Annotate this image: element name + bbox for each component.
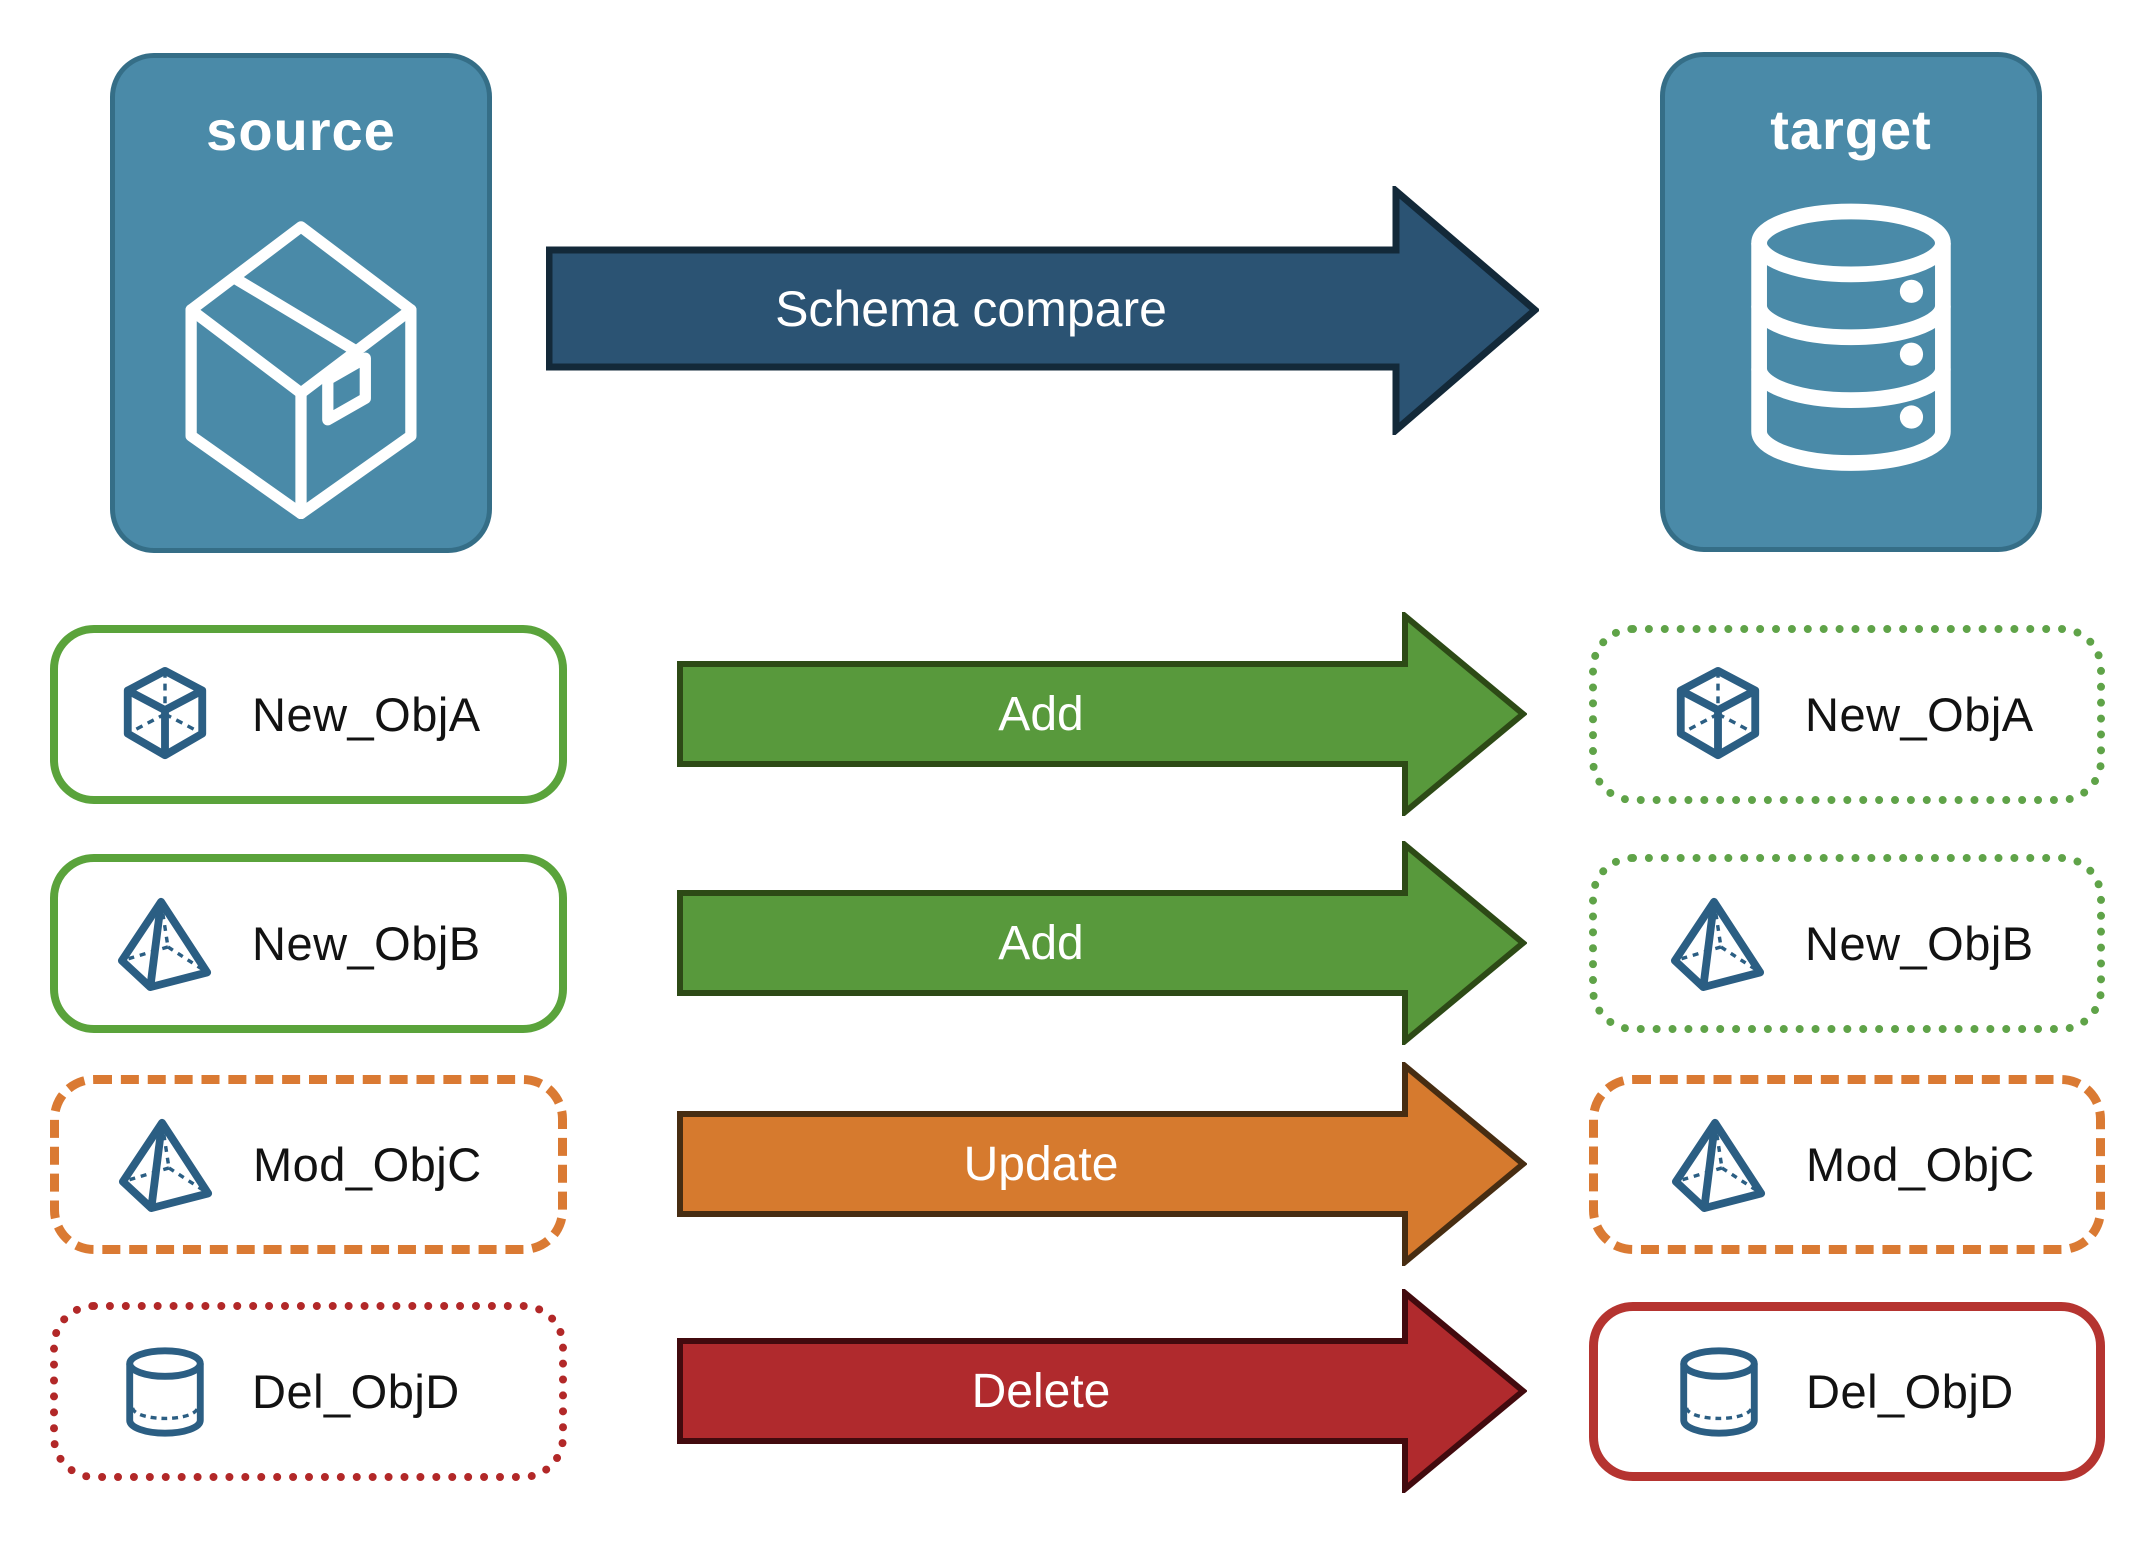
source-panel-label: source	[206, 99, 396, 162]
database-icon	[1730, 197, 1972, 492]
target-object-card-new-obja: New_ObjA	[1589, 625, 2105, 804]
target-object-card-mod-objc: Mod_ObjC	[1589, 1075, 2105, 1254]
update-arrow-label: Update	[963, 1137, 1119, 1191]
object-label: Del_ObjD	[1806, 1365, 2014, 1418]
cube-icon	[116, 666, 214, 764]
object-label: New_ObjB	[252, 917, 481, 970]
package-icon	[167, 208, 435, 519]
source-panel: source	[110, 53, 492, 553]
target-object-card-new-objb: New_ObjB	[1589, 854, 2105, 1033]
schema-compare-arrow-label: Schema compare	[775, 281, 1167, 337]
cylinder-icon	[1670, 1343, 1768, 1441]
delete-arrow-label: Delete	[971, 1364, 1111, 1418]
object-label: Mod_ObjC	[1806, 1138, 2035, 1191]
pyramid-icon	[1670, 1116, 1768, 1214]
cube-icon	[1669, 666, 1767, 764]
source-object-card-del-objd: Del_ObjD	[50, 1302, 567, 1481]
pyramid-icon	[1669, 895, 1767, 993]
pyramid-icon	[117, 1116, 215, 1214]
object-label: Del_ObjD	[252, 1365, 460, 1418]
object-label: New_ObjB	[1805, 917, 2034, 970]
object-label: New_ObjA	[1805, 688, 2034, 741]
object-label: Mod_ObjC	[253, 1138, 482, 1191]
add-arrow-label: Add	[998, 687, 1084, 741]
target-panel: target	[1660, 52, 2042, 552]
add-arrow-label: Add	[998, 916, 1084, 970]
target-object-card-del-objd: Del_ObjD	[1589, 1302, 2105, 1481]
target-panel-label: target	[1770, 98, 1932, 161]
source-object-card-new-objb: New_ObjB	[50, 854, 567, 1033]
pyramid-icon	[116, 895, 214, 993]
source-object-card-new-obja: New_ObjA	[50, 625, 567, 804]
source-object-card-mod-objc: Mod_ObjC	[50, 1075, 567, 1254]
schema-compare-arrow	[546, 186, 1539, 435]
object-label: New_ObjA	[252, 688, 481, 741]
cylinder-icon	[116, 1343, 214, 1441]
